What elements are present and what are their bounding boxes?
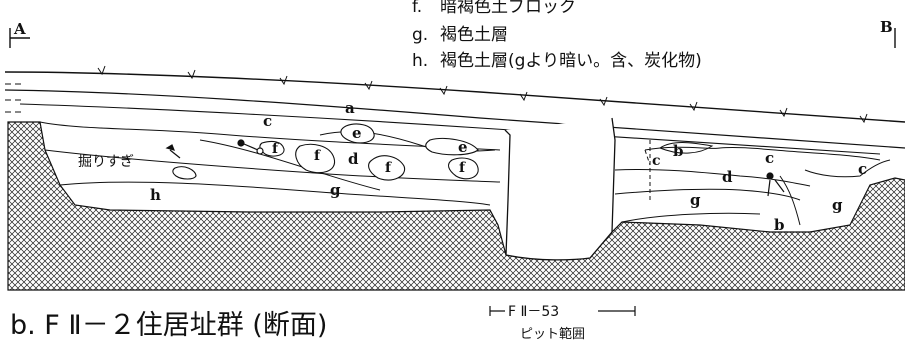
- legend-f-text: 暗褐色土ブロック: [440, 0, 576, 17]
- layer-labels: a c e f f d f e f g h c b c d c g g b: [150, 99, 867, 234]
- layer-f-blocks: [172, 123, 479, 181]
- pit-outline: [504, 117, 616, 261]
- legend-h-text: 褐色土層(gより暗い。含、炭化物): [440, 51, 702, 71]
- figure-caption: b. F Ⅱ－２住居址群 (断面): [10, 310, 327, 341]
- label-g: g: [330, 181, 341, 199]
- right-house-layers: [614, 140, 891, 226]
- section-end-marker-a: [9, 28, 30, 48]
- legend-g-text: 褐色土層: [440, 25, 508, 45]
- pit-range-bracket: [489, 306, 636, 316]
- surface-vegetation-ticks: [97, 65, 868, 124]
- legend-g-key: g.: [412, 25, 428, 45]
- label-a: a: [345, 99, 355, 117]
- label-c-right-3: c: [858, 160, 867, 178]
- label-f-1: f: [272, 141, 279, 157]
- legend-f-key: f.: [412, 0, 422, 17]
- section-end-label-a: A: [13, 20, 26, 38]
- pit-range-note: ピット範囲: [520, 327, 585, 342]
- label-h: h: [150, 186, 161, 204]
- label-d-right: d: [722, 168, 733, 186]
- label-c-right-2: c: [765, 149, 774, 167]
- over-excavation-note: 掘りすぎ: [78, 154, 134, 170]
- label-g-right-2: g: [832, 196, 843, 214]
- pit-range-label: F Ⅱ－53: [508, 304, 559, 320]
- artifact-markers: [165, 139, 785, 197]
- label-e: e: [352, 124, 362, 142]
- label-b-right-2: b: [774, 216, 785, 234]
- dashed-extension: [5, 83, 25, 113]
- section-end-label-b: B: [880, 18, 893, 36]
- label-f-3: f: [385, 160, 392, 176]
- left-house-layers: [39, 121, 501, 206]
- label-d: d: [348, 150, 359, 168]
- label-b: b: [673, 142, 684, 160]
- legend-h-key: h.: [412, 51, 428, 71]
- label-g-right-1: g: [690, 191, 701, 209]
- layer-a-base-line: [4, 89, 905, 149]
- label-f-4: f: [459, 160, 466, 176]
- label-e-2: e: [458, 138, 468, 156]
- label-c-right-1: c: [652, 153, 661, 169]
- legend: f. 暗褐色土ブロック g. 褐色土層 h. 褐色土層(gより暗い。含、炭化物): [412, 0, 702, 71]
- label-f-2: f: [314, 148, 321, 164]
- label-c: c: [263, 112, 272, 130]
- ground-surface-line: [4, 71, 905, 123]
